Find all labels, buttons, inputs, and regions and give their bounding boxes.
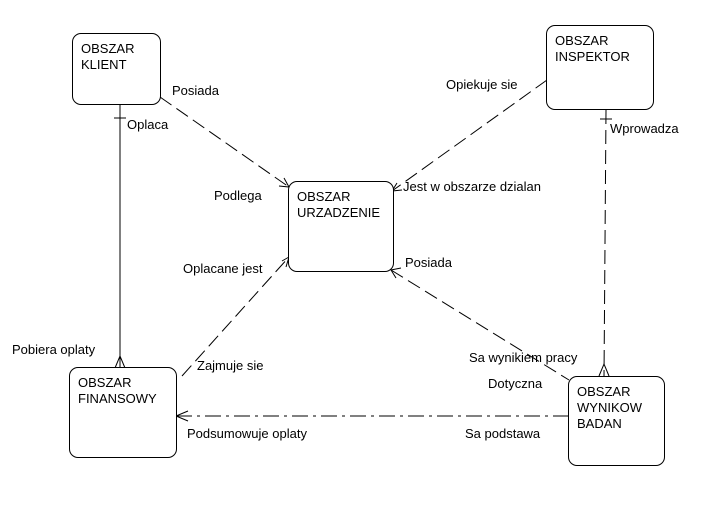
entity-inspektor-line-2: INSPEKTOR (555, 49, 630, 64)
crowfoot-wynikow-inspektor (598, 362, 610, 377)
label-oplaca: Oplaca (127, 117, 169, 132)
entity-obszar-wynikow-badan[interactable]: OBSZAR WYNIKOW BADAN (568, 376, 665, 466)
entity-inspektor-line-1: OBSZAR (555, 33, 609, 48)
label-oplacane-jest: Oplacane jest (183, 261, 263, 276)
entity-finansowy-line-2: FINANSOWY (78, 391, 157, 406)
entity-obszar-urzadzenie[interactable]: OBSZAR URZADZENIE (288, 181, 394, 272)
entity-urzadzenie-line-2: URZADZENIE (297, 205, 381, 220)
entity-klient-line-1: OBSZAR (81, 41, 135, 56)
crowfoot-urzadzenie-wynikow (390, 267, 402, 279)
connector-urzadzenie-wynikow (390, 269, 570, 381)
label-podlega: Podlega (214, 188, 262, 203)
connector-inspektor-urzadzenie (391, 79, 548, 192)
entity-wynikow-line-1: OBSZAR (577, 384, 631, 399)
entity-klient-line-2: KLIENT (81, 57, 127, 72)
label-opiekuje-sie: Opiekuje sie (446, 77, 518, 92)
label-posiada-urzadzenie: Posiada (405, 255, 452, 270)
crowfoot-finansowy-klient (114, 354, 126, 369)
connector-finansowy-urzadzenie (181, 256, 290, 377)
label-dotyczna: Dotyczna (488, 376, 543, 391)
entity-wynikow-line-3: BADAN (577, 416, 622, 431)
entity-obszar-klient[interactable]: OBSZAR KLIENT (72, 33, 161, 105)
label-wprowadza: Wprowadza (610, 121, 679, 136)
label-posiada-klient: Posiada (172, 83, 219, 98)
label-podsumowuje-oplaty: Podsumowuje oplaty (187, 426, 307, 441)
connector-inspektor-wynikow (603, 109, 607, 378)
label-jest-w-obszarze-dzialan: Jest w obszarze dzialan (403, 179, 542, 194)
connector-klient-urzadzenie (159, 96, 290, 188)
crowfoot-urzadzenie-klient (278, 177, 290, 188)
label-pobiera-oplaty: Pobiera oplaty (12, 342, 96, 357)
label-zajmuje-sie: Zajmuje sie (197, 358, 264, 373)
entity-obszar-inspektor[interactable]: OBSZAR INSPEKTOR (546, 25, 654, 110)
label-sa-podstawa: Sa podstawa (465, 426, 541, 441)
entity-obszar-finansowy[interactable]: OBSZAR FINANSOWY (69, 367, 177, 458)
entity-finansowy-line-1: OBSZAR (78, 375, 132, 390)
label-sa-wynikiem-pracy: Sa wynikiem pracy (469, 350, 578, 365)
entity-wynikow-line-2: WYNIKOW (577, 400, 642, 415)
entity-urzadzenie-line-1: OBSZAR (297, 189, 351, 204)
